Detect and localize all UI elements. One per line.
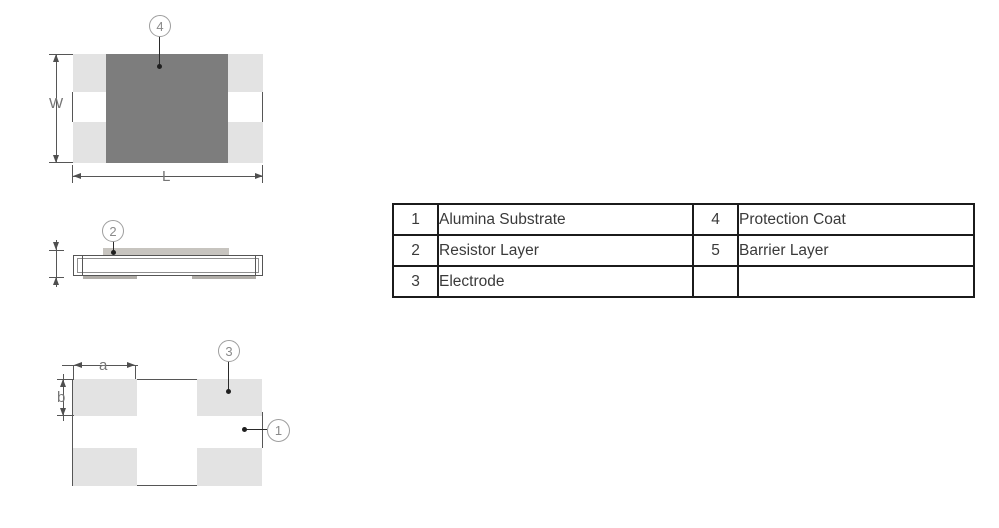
body-edge-line — [72, 379, 73, 486]
legend-number-cell: 1 — [392, 203, 439, 236]
side-body-inner-outline — [77, 258, 259, 273]
legend-label-cell: Protection Coat — [737, 203, 975, 236]
side-body-outline — [73, 255, 263, 276]
top-view-electrode-block — [73, 54, 106, 92]
leader-line — [159, 36, 160, 67]
balloon-2-label: 2 — [109, 223, 117, 239]
arrowhead-icon — [74, 362, 82, 368]
body-edge-line — [262, 412, 263, 448]
legend-number-cell: 4 — [692, 203, 739, 236]
arrowhead-icon — [53, 155, 59, 163]
dimension-line-b — [63, 374, 64, 421]
legend-label-cell — [737, 265, 975, 298]
arrowhead-icon — [53, 242, 59, 250]
body-edge-line — [262, 92, 263, 122]
legend-row: 2 Resistor Layer 5 Barrier Layer — [392, 234, 975, 267]
bottom-electrode-pad — [197, 448, 262, 486]
balloon-2: 2 — [102, 220, 124, 242]
dimension-line-a — [62, 365, 138, 366]
dimension-line-l — [73, 176, 263, 177]
bottom-electrode-pad — [73, 448, 137, 486]
legend-number-cell: 2 — [392, 234, 439, 267]
dimension-extension — [72, 165, 73, 183]
legend-number-cell: 3 — [392, 265, 439, 298]
dim-label-a: a — [99, 357, 108, 374]
dim-label-w: W — [49, 95, 64, 112]
bottom-electrode-step — [83, 276, 137, 279]
arrowhead-icon — [60, 408, 66, 416]
leader-line — [244, 429, 267, 430]
dimension-extension — [49, 162, 73, 163]
body-edge-line — [137, 379, 197, 380]
leader-dot — [157, 64, 162, 69]
body-edge-line — [137, 485, 197, 486]
arrowhead-icon — [73, 173, 81, 179]
legend-label-cell: Alumina Substrate — [437, 203, 694, 236]
body-edge-line — [72, 92, 73, 122]
top-view-electrode-block — [228, 54, 263, 92]
top-view-electrode-block — [228, 122, 263, 163]
dimension-line-w — [56, 54, 57, 163]
bottom-electrode-pad — [197, 379, 262, 416]
arrowhead-icon — [53, 277, 59, 285]
balloon-4-label: 4 — [156, 18, 164, 34]
dimension-extension — [49, 54, 73, 55]
legend-row: 1 Alumina Substrate 4 Protection Coat — [392, 203, 975, 236]
legend-table: 1 Alumina Substrate 4 Protection Coat 2 … — [392, 203, 975, 298]
leader-line — [113, 241, 114, 252]
dimension-line-t — [56, 240, 57, 287]
leader-dot — [111, 250, 116, 255]
balloon-1: 1 — [267, 419, 290, 442]
legend-label-cell: Electrode — [437, 265, 694, 298]
resistor-layer-strip — [103, 248, 229, 255]
bottom-electrode-step — [192, 276, 256, 279]
legend-number-cell — [692, 265, 739, 298]
arrowhead-icon — [255, 173, 263, 179]
arrowhead-icon — [60, 379, 66, 387]
top-view-electrode-block — [73, 122, 106, 163]
leader-dot — [242, 427, 247, 432]
arrowhead-icon — [127, 362, 135, 368]
bottom-electrode-pad — [73, 379, 137, 416]
end-cap-line — [255, 255, 256, 276]
legend-label-cell: Barrier Layer — [737, 234, 975, 267]
dimension-extension — [73, 365, 74, 379]
leader-line — [228, 361, 229, 392]
end-cap-line — [82, 255, 83, 276]
legend-label-cell: Resistor Layer — [437, 234, 694, 267]
balloon-3: 3 — [218, 340, 240, 362]
dim-label-l: L — [162, 168, 171, 185]
protection-coat-area — [106, 54, 228, 163]
legend-row: 3 Electrode — [392, 265, 975, 298]
balloon-1-label: 1 — [274, 423, 283, 438]
dim-label-b: b — [57, 389, 66, 406]
dimension-extension — [135, 365, 136, 379]
leader-dot — [226, 389, 231, 394]
dimension-extension — [49, 250, 64, 251]
balloon-3-label: 3 — [225, 343, 233, 359]
arrowhead-icon — [53, 54, 59, 62]
balloon-4: 4 — [149, 15, 171, 37]
legend-number-cell: 5 — [692, 234, 739, 267]
